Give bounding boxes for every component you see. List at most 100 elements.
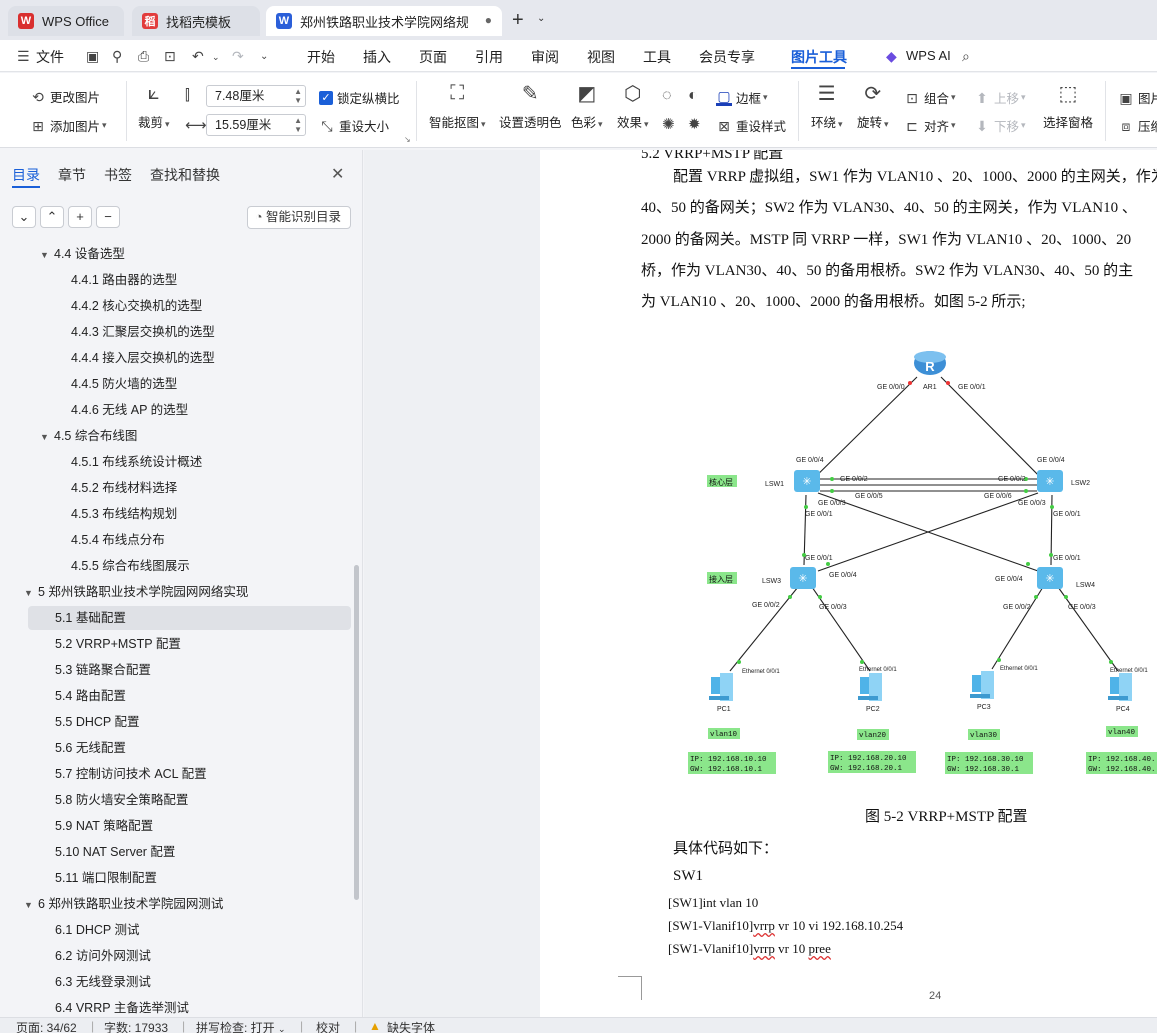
move-down-button[interactable]: ⬇下移▾ [974,116,1025,135]
height-input[interactable]: 7.48厘米▲▼ [206,85,306,107]
toc-item[interactable]: 5.10 NAT Server 配置 [55,841,175,863]
toc-item[interactable]: 6.3 无线登录测试 [55,971,151,993]
remove-heading-button[interactable]: − [96,206,120,228]
close-icon[interactable]: ✕ [331,166,345,183]
selection-pane-button[interactable]: ⬚选择窗格 [1043,82,1094,131]
search-icon[interactable]: ⌕ [962,48,970,64]
switch-lsw3[interactable]: ✳ [790,567,816,589]
move-up-button[interactable]: ⬆上移▾ [974,88,1025,107]
menu-wps-ai[interactable]: WPS AI [906,48,951,63]
brightness-up-icon[interactable]: ◌ [662,87,672,104]
proofread-button[interactable]: 校对 [316,1021,341,1033]
sidebar-scrollbar[interactable] [354,565,359,900]
stepper-icon[interactable]: ▲▼ [294,87,302,105]
toc-item[interactable]: 4.4.5 防火墙的选型 [71,373,177,395]
save-icon[interactable]: ▣ [86,48,100,64]
toc-item[interactable]: 5.1 基础配置 [55,607,126,629]
wrap-button[interactable]: ☰环绕▾ [811,82,843,131]
new-tab-icon[interactable]: + [512,9,524,31]
tab-docer-templates[interactable]: 稻 找稻壳模板 [132,6,260,36]
chevron-down-icon[interactable]: ⌄ [537,13,546,24]
collapse-all-button[interactable]: ⌄ [12,206,36,228]
brightness-icon[interactable]: ✺ [662,116,675,133]
border-button[interactable]: ▢边框▾ [716,87,768,106]
toc-item[interactable]: 4.4.6 无线 AP 的选型 [71,399,188,421]
tab-toc[interactable]: 目录 [12,167,40,183]
smart-cutout-button[interactable]: ⛶智能抠图▾ [429,81,486,131]
expand-up-button[interactable]: ⌃ [40,206,64,228]
print-preview-icon[interactable]: ⊡ [164,48,176,64]
compress-button[interactable]: ⧈压缩 [1118,116,1157,135]
toc-item[interactable]: 4.5.3 布线结构规划 [71,503,177,525]
contrast-icon[interactable]: ◐ [688,87,698,104]
menu-page[interactable]: 页面 [419,49,447,65]
toc-item[interactable]: ▼6 郑州铁路职业技术学院园网测试 [24,893,223,915]
tab-wps-office[interactable]: W WPS Office [8,6,124,36]
page-count[interactable]: 页面: 34/62 [16,1021,77,1033]
tab-document[interactable]: W 郑州铁路职业技术学院网络规划 ● [266,6,502,36]
set-transparent-button[interactable]: ✎设置透明色 [499,82,562,131]
menu-picture-tools[interactable]: 图片工具 [791,49,847,65]
toc-item[interactable]: 6.1 DHCP 测试 [55,919,140,941]
expand-triangle-icon[interactable]: ▼ [40,250,49,260]
smart-toc-button[interactable]: ◔ 智能识别目录 [247,206,351,229]
width-input[interactable]: 15.59厘米▲▼ [206,114,306,136]
change-image-button[interactable]: ⟲更改图片 [30,87,100,106]
pc-icon[interactable] [970,671,994,699]
tab-chapters[interactable]: 章节 [58,167,86,183]
redo-icon[interactable]: ↷ [232,48,244,64]
missing-font-button[interactable]: 缺失字体 [387,1021,436,1033]
menu-references[interactable]: 引用 [475,49,503,65]
dialog-launcher-icon[interactable]: ↘ [404,135,411,144]
reset-style-button[interactable]: ⊠重设样式 [716,116,786,135]
crop-button[interactable]: ⟀裁剪▾ [138,81,170,131]
menu-tools[interactable]: 工具 [643,49,671,65]
tab-bookmarks[interactable]: 书签 [104,167,132,183]
menu-home[interactable]: 开始 [307,49,335,65]
expand-triangle-icon[interactable]: ▼ [24,900,33,910]
toc-item[interactable]: 4.5.1 布线系统设计概述 [71,451,202,473]
tab-close-icon[interactable]: ● [484,13,492,27]
share-icon[interactable]: ⚲ [112,48,123,64]
toc-item[interactable]: 5.11 端口限制配置 [55,867,157,889]
toc-item[interactable]: 4.5.2 布线材料选择 [71,477,177,499]
toc-item[interactable]: 5.9 NAT 策略配置 [55,815,153,837]
toc-item[interactable]: 4.5.4 布线点分布 [71,529,165,551]
word-count[interactable]: 字数: 17933 [104,1021,169,1033]
toc-item[interactable]: 4.5.5 综合布线图展示 [71,555,190,577]
switch-lsw1[interactable]: ✳ [794,470,820,492]
group-button[interactable]: ⊡组合▾ [904,88,955,107]
reset-size-button[interactable]: ⤡重设大小 [319,116,389,135]
toc-item[interactable]: 5.3 链路聚合配置 [55,659,151,681]
rotate-button[interactable]: ⟳旋转▾ [857,82,889,131]
print-icon[interactable]: ⎙ [138,48,150,64]
switch-lsw2[interactable]: ✳ [1037,470,1063,492]
toc-item[interactable]: 5.5 DHCP 配置 [55,711,140,733]
toc-item[interactable]: ▼4.5 综合布线图 [40,425,137,447]
undo-icon[interactable]: ↶ [192,48,204,64]
menu-file[interactable]: 文件 [36,49,64,65]
toc-item[interactable]: 4.4.4 接入层交换机的选型 [71,347,215,369]
toc-item[interactable]: ▼5 郑州铁路职业技术学院园网网络实现 [24,581,248,603]
menu-insert[interactable]: 插入 [363,49,391,65]
menu-view[interactable]: 视图 [587,49,615,65]
add-image-button[interactable]: ⊞添加图片▾ [30,116,106,135]
switch-lsw4[interactable]: ✳ [1037,567,1063,589]
toc-item[interactable]: 5.2 VRRP+MSTP 配置 [55,633,181,655]
toc-item[interactable]: 5.6 无线配置 [55,737,126,759]
spell-check-toggle[interactable]: 拼写检查: 打开 ⌄ [196,1021,286,1033]
toc-item[interactable]: 5.7 控制访问技术 ACL 配置 [55,763,207,785]
toc-item[interactable]: 4.4.3 汇聚层交换机的选型 [71,321,215,343]
tab-find-replace[interactable]: 查找和替换 [150,167,220,183]
toc-item[interactable]: 6.2 访问外网测试 [55,945,151,967]
toc-item[interactable]: 4.4.1 路由器的选型 [71,269,177,291]
menu-review[interactable]: 审阅 [531,49,559,65]
document-page[interactable]: 5.2 VRRP+MSTP 配置 配置 VRRP 虚拟组，SW1 作为 VLAN… [540,150,1157,1017]
menu-membership[interactable]: 会员专享 [699,49,755,65]
network-topology-figure[interactable]: R AR1 ✳ ✳ ✳ ✳ LSW1 LSW2 LSW3 LSW4 GE 0/0… [540,335,1157,785]
toc-item[interactable]: 6.4 VRRP 主备选举测试 [55,997,189,1017]
toc-item[interactable]: ▼4.4 设备选型 [40,243,125,265]
pc-icon[interactable] [709,673,733,701]
chevron-down-icon[interactable]: ⌄ [212,52,220,62]
toc-item[interactable]: 5.4 路由配置 [55,685,126,707]
